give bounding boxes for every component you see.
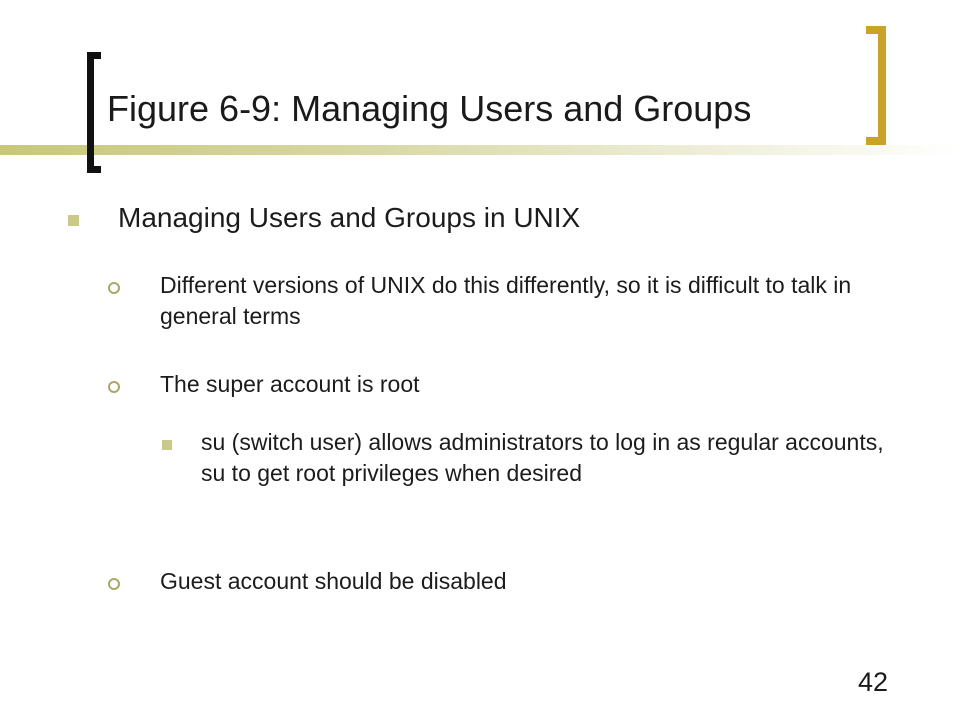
circle-bullet-icon	[108, 381, 120, 393]
square-bullet-icon	[162, 440, 172, 450]
slide-number: 42	[858, 667, 889, 697]
slide-title: Figure 6-9: Managing Users and Groups	[107, 87, 756, 131]
bullet-sub-1: Different versions of UNIX do this diffe…	[160, 272, 852, 329]
square-bullet-icon	[68, 215, 79, 226]
bullet-sub-2-detail: su (switch user) allows administrators t…	[201, 429, 884, 486]
bullet-sub-2: The super account is root	[160, 371, 420, 397]
right-bracket-decoration	[866, 26, 886, 145]
bullet-main: Managing Users and Groups in UNIX	[118, 202, 581, 233]
title-gradient-rule	[0, 145, 960, 155]
circle-bullet-icon	[108, 282, 120, 294]
bullet-sub-3: Guest account should be disabled	[160, 568, 507, 594]
circle-bullet-icon	[108, 578, 120, 590]
left-bracket-decoration	[87, 52, 101, 173]
